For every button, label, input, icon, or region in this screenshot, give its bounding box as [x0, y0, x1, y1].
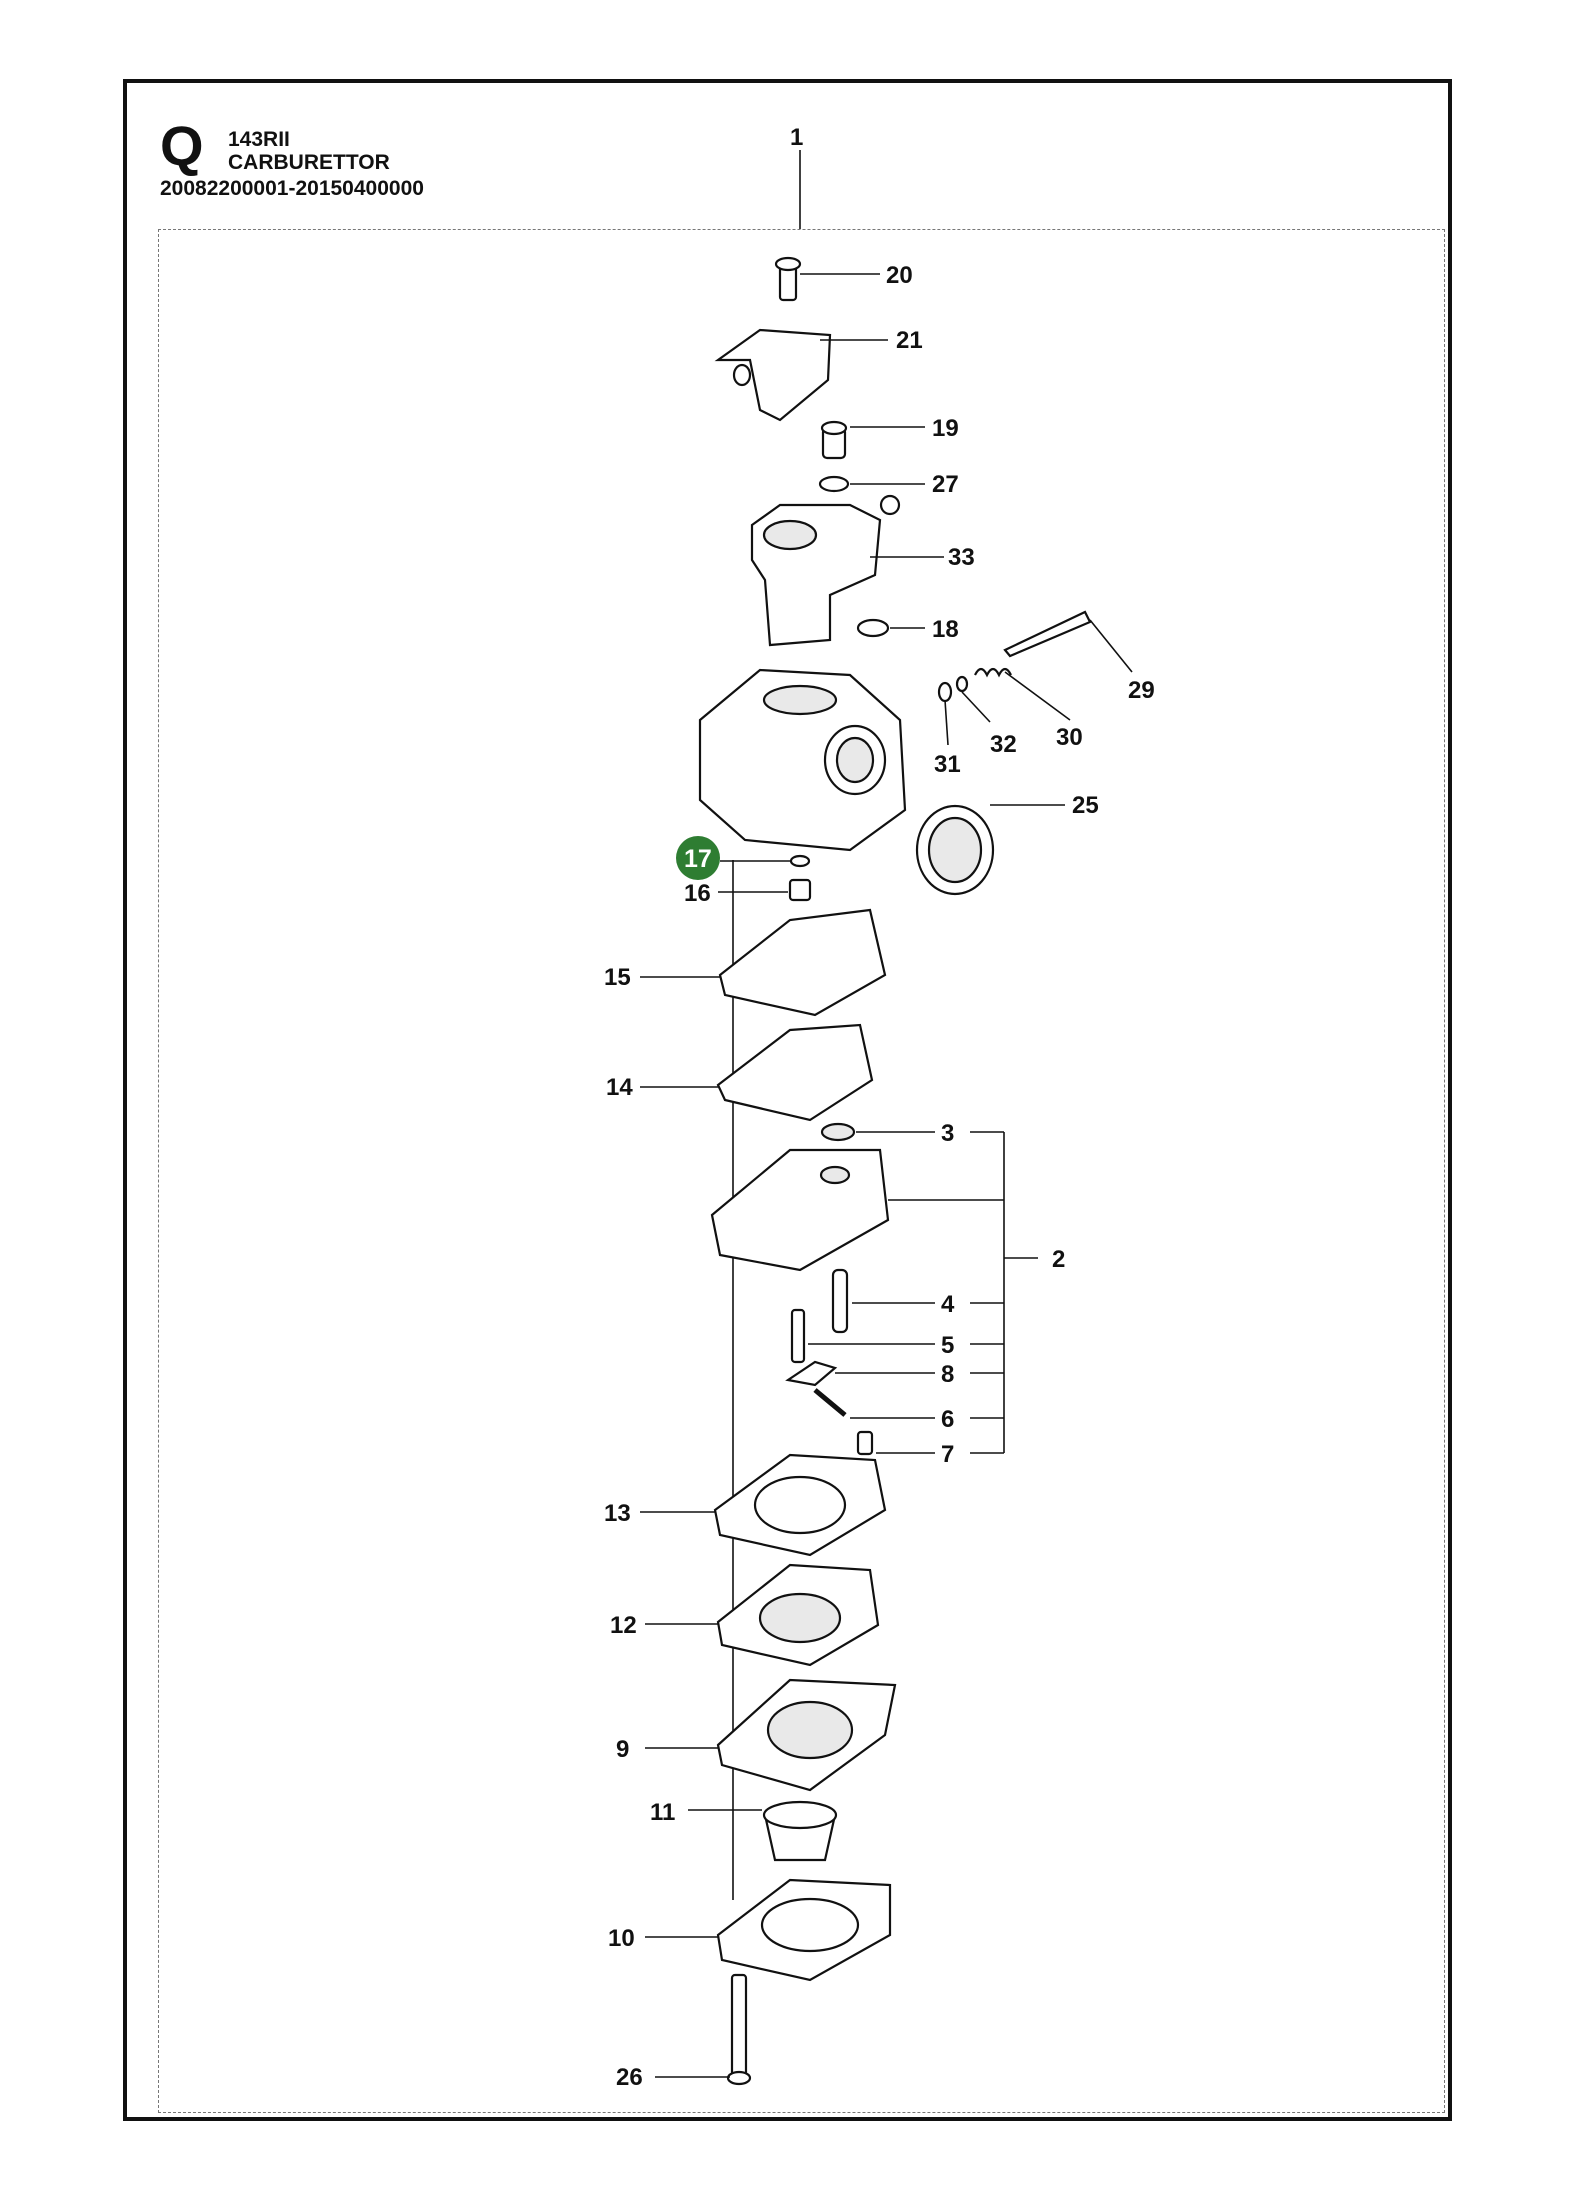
part-4-inlet-needle[interactable]: 4 [831, 1268, 955, 1334]
svg-text:30: 30 [1056, 724, 1083, 751]
part-16-plug[interactable]: 16 [684, 878, 812, 907]
part-3-filter-screen[interactable]: 3 [820, 1120, 954, 1147]
part-2-metering-body[interactable] [710, 1148, 1004, 1272]
part-30-spring[interactable]: 30 [974, 667, 1083, 751]
highlight-badge [676, 836, 720, 880]
part-21-bracket[interactable]: 21 [714, 327, 923, 422]
svg-text:25: 25 [1072, 792, 1099, 819]
svg-text:1: 1 [790, 124, 803, 151]
part-9-pump-cover[interactable]: 9 [616, 1678, 897, 1792]
part-18-washer[interactable]: 18 [856, 616, 959, 643]
svg-text:26: 26 [616, 2064, 643, 2091]
svg-text:17: 17 [684, 845, 712, 873]
svg-text:18: 18 [932, 616, 959, 643]
svg-text:13: 13 [604, 1500, 631, 1527]
part-26-long-screw[interactable]: 26 [616, 1973, 752, 2091]
svg-text:5: 5 [941, 1332, 954, 1359]
svg-text:10: 10 [608, 1925, 635, 1952]
part-29-needle[interactable]: 29 [1003, 610, 1155, 704]
part-6-pin[interactable]: 6 [813, 1388, 954, 1433]
part-25-gasket-ring[interactable]: 25 [915, 792, 1099, 896]
svg-text:29: 29 [1128, 677, 1155, 704]
part-19-adjust-screw[interactable]: 19 [820, 415, 959, 460]
svg-text:27: 27 [932, 471, 959, 498]
svg-text:15: 15 [604, 964, 631, 991]
part-14-gasket[interactable]: 14 [606, 1023, 874, 1122]
carburettor-body[interactable] [698, 668, 907, 852]
svg-text:21: 21 [896, 327, 923, 354]
svg-text:33: 33 [948, 544, 975, 571]
callout-2[interactable]: 2 [1052, 1246, 1065, 1273]
part-7-screw[interactable]: 7 [856, 1430, 954, 1468]
part-12-diaphragm[interactable]: 12 [610, 1563, 880, 1667]
svg-text:3: 3 [941, 1120, 954, 1147]
svg-text:20: 20 [886, 262, 913, 289]
svg-text:12: 12 [610, 1612, 637, 1639]
svg-text:31: 31 [934, 751, 961, 778]
diagram-title: CARBURETTOR [228, 151, 390, 174]
part-13-gasket[interactable]: 13 [604, 1453, 887, 1557]
page-frame [123, 79, 1452, 2121]
svg-text:6: 6 [941, 1406, 954, 1433]
part-5-spring[interactable]: 5 [790, 1308, 954, 1364]
svg-text:16: 16 [684, 880, 711, 907]
part-11-primer-bulb[interactable]: 11 [650, 1799, 838, 1862]
svg-text:7: 7 [941, 1441, 954, 1468]
group-bracket-2 [970, 1131, 1038, 1454]
model-name: 143RII [228, 128, 290, 151]
section-letter: Q [160, 114, 204, 177]
part-20-screw[interactable]: 20 [774, 256, 913, 302]
part-27-washer[interactable]: 27 [818, 471, 959, 498]
part-15-gasket[interactable]: 15 [604, 908, 887, 1017]
part-17-o-ring-highlighted[interactable]: 17 [676, 836, 811, 880]
callout-1[interactable]: 1 [790, 124, 803, 229]
svg-text:8: 8 [941, 1361, 954, 1388]
part-33-throttle-assembly[interactable]: 33 [750, 494, 975, 647]
serial-range: 20082200001-20150400000 [160, 177, 424, 200]
svg-text:32: 32 [990, 731, 1017, 758]
part-32-o-ring[interactable]: 32 [955, 675, 1017, 758]
part-10-cover[interactable]: 10 [608, 1878, 892, 1982]
svg-text:19: 19 [932, 415, 959, 442]
diagram-area-border [158, 229, 1445, 2113]
part-8-lever[interactable]: 8 [785, 1360, 954, 1388]
part-31-washer[interactable]: 31 [934, 681, 961, 778]
svg-text:11: 11 [650, 1799, 675, 1826]
svg-text:9: 9 [616, 1736, 629, 1763]
svg-text:4: 4 [941, 1291, 955, 1318]
svg-text:14: 14 [606, 1074, 633, 1101]
